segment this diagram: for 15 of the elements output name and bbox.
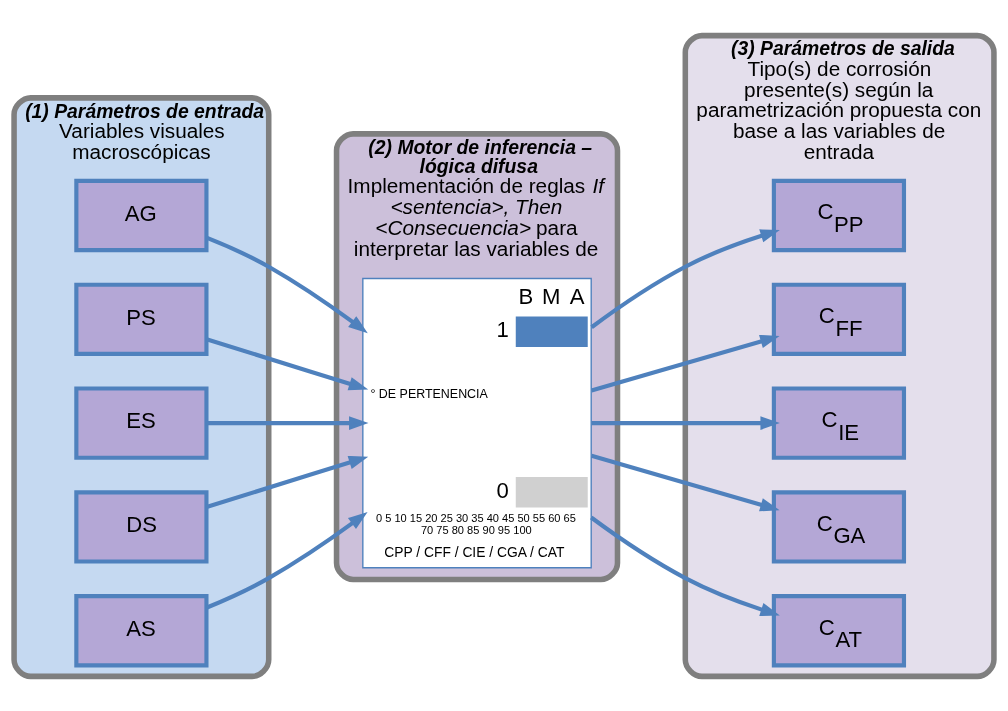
arrow bbox=[590, 334, 780, 392]
node-box: PS bbox=[74, 282, 209, 356]
node-box: DS bbox=[74, 489, 209, 564]
node-box: AS bbox=[74, 593, 209, 667]
arrow bbox=[205, 455, 369, 509]
arrow bbox=[206, 415, 369, 430]
node-box: AG bbox=[74, 178, 209, 252]
arrow bbox=[205, 336, 369, 390]
arrow bbox=[590, 228, 780, 329]
arrow bbox=[590, 515, 780, 616]
arrow bbox=[590, 453, 780, 511]
arrow bbox=[206, 511, 368, 609]
node-box: ES bbox=[74, 385, 209, 460]
arrow bbox=[206, 235, 368, 333]
arrow bbox=[591, 415, 780, 430]
